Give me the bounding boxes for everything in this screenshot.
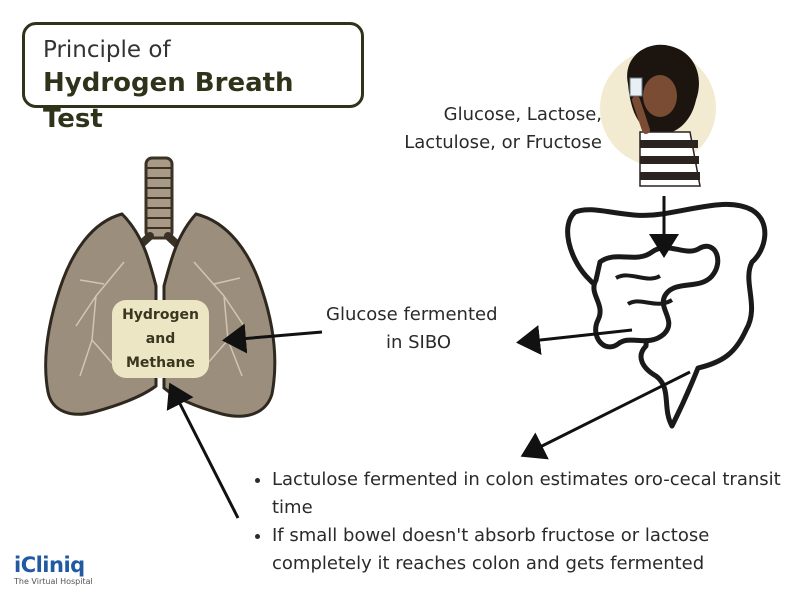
gas-line1: Hydrogen — [122, 307, 199, 323]
title-box: Principle of Hydrogen Breath Test — [22, 22, 364, 134]
gas-line2: and — [145, 331, 176, 347]
title-line1: Principle of — [43, 37, 171, 63]
arrow-to-lungs — [222, 323, 323, 354]
arrow-colon-to-text — [520, 370, 691, 460]
gas-line3: Methane — [126, 355, 195, 371]
substrates-line2: Lactulose, or Fructose — [404, 132, 602, 153]
substrates-label: Glucose, Lactose, Lactulose, or Fructose — [404, 101, 602, 157]
person-drinking-illustration — [600, 44, 716, 187]
substrates-line1: Glucose, Lactose, — [443, 104, 602, 125]
intestines-illustration — [565, 201, 768, 429]
glass-icon — [629, 77, 643, 97]
arrow-text-to-lungs — [166, 382, 240, 519]
bullet-lactulose: Lactulose fermented in colon estimates o… — [272, 466, 800, 522]
glucose-line2: in SIBO — [386, 332, 452, 353]
title-line2: Hydrogen Breath Test — [43, 68, 294, 134]
explanation-bullets: Lactulose fermented in colon estimates o… — [250, 466, 800, 578]
arrow-gut-to-label — [516, 325, 633, 355]
glucose-sibo-label: Glucose fermented in SIBO — [326, 301, 498, 357]
logo-name: iCliniq — [14, 553, 85, 577]
icliniq-logo: iCliniq The Virtual Hospital — [14, 553, 93, 587]
bullet-malabsorption: If small bowel doesn't absorb fructose o… — [272, 522, 800, 578]
glucose-line1: Glucose fermented — [326, 304, 498, 325]
logo-tagline: The Virtual Hospital — [14, 577, 93, 586]
hydrogen-methane-box: Hydrogen and Methane — [112, 300, 209, 378]
